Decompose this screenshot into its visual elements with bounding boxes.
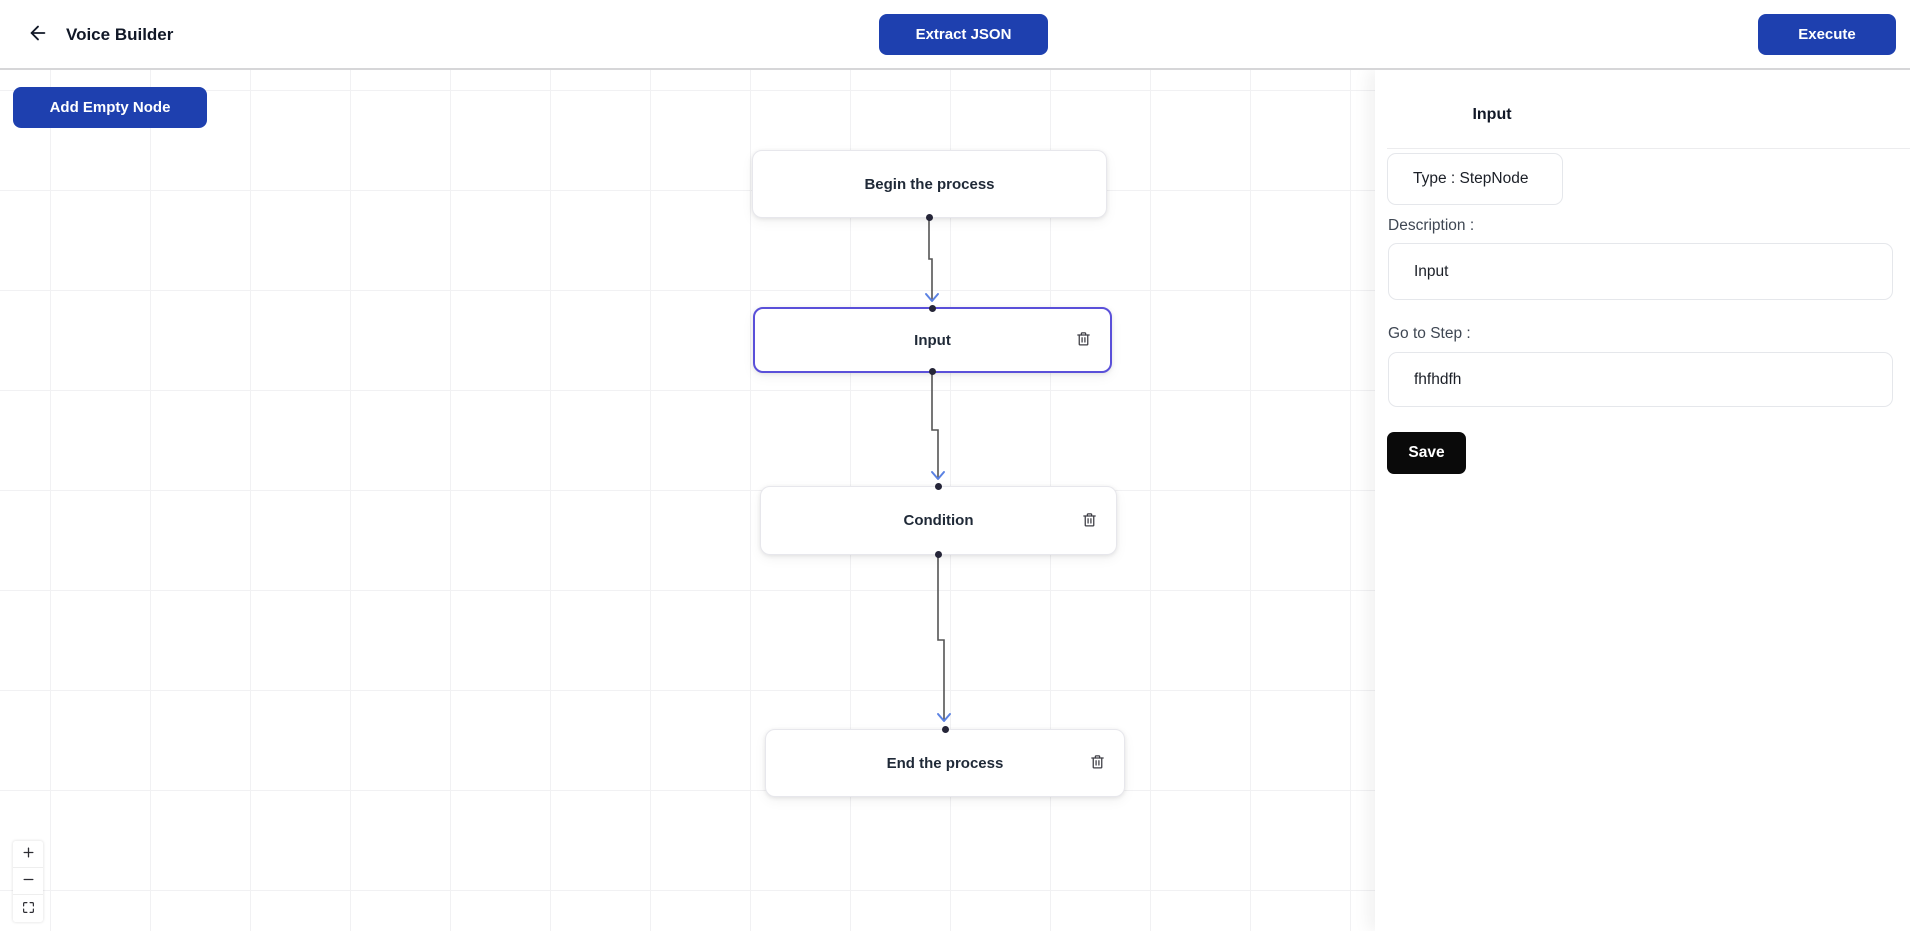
node-label: Condition (903, 512, 974, 529)
node-label: End the process (886, 754, 1004, 772)
description-label: Description : (1388, 217, 1475, 234)
node-properties-panel: Input Type : StepNode Description : Go t… (1375, 70, 1910, 931)
page-title: Voice Builder (66, 25, 174, 44)
panel-title: Input (1472, 106, 1512, 123)
node-end-the-process[interactable]: End the process (765, 726, 1125, 797)
edges-layer (925, 219, 951, 722)
node-label: Input (914, 331, 951, 349)
plus-icon (22, 846, 35, 862)
target-handle[interactable] (929, 305, 936, 312)
target-handle[interactable] (935, 483, 942, 490)
delete-node-button[interactable] (1072, 329, 1094, 351)
target-handle[interactable] (941, 726, 949, 733)
add-empty-node-button[interactable]: Add Empty Node (13, 87, 207, 128)
back-button[interactable] (20, 16, 56, 52)
trash-icon (1081, 511, 1098, 531)
save-button[interactable]: Save (1387, 432, 1466, 474)
zoom-out-button[interactable] (13, 868, 43, 895)
canvas-controls (13, 841, 43, 922)
zoom-in-button[interactable] (13, 841, 43, 868)
node-label: Begin the process (864, 175, 995, 193)
trash-icon (1089, 753, 1106, 773)
source-handle[interactable] (926, 214, 933, 221)
panel-divider (1387, 148, 1910, 149)
top-bar: Voice Builder Extract JSON Execute (0, 0, 1910, 70)
edge-begin-to-input[interactable] (925, 219, 939, 302)
flow-canvas[interactable]: Add Empty Node Begin the process Input (0, 70, 1375, 931)
description-input[interactable] (1388, 243, 1893, 300)
execute-button[interactable]: Execute (1758, 14, 1896, 55)
minus-icon (22, 873, 35, 889)
delete-node-button[interactable] (1086, 752, 1108, 774)
source-handle[interactable] (935, 551, 942, 558)
arrow-left-icon (27, 22, 49, 47)
extract-json-button[interactable]: Extract JSON (879, 14, 1048, 55)
edge-condition-to-end[interactable] (937, 556, 951, 722)
node-type-badge: Type : StepNode (1387, 153, 1563, 205)
delete-node-button[interactable] (1078, 510, 1100, 532)
edge-input-to-condition[interactable] (931, 374, 945, 480)
go-to-step-label: Go to Step : (1388, 325, 1471, 342)
go-to-step-input[interactable] (1388, 352, 1893, 407)
fit-view-button[interactable] (13, 895, 43, 922)
node-input[interactable]: Input (753, 305, 1112, 375)
source-handle[interactable] (929, 368, 936, 375)
node-begin-the-process[interactable]: Begin the process (752, 150, 1107, 221)
trash-icon (1075, 330, 1092, 350)
fit-view-icon (22, 901, 35, 917)
node-condition[interactable]: Condition (760, 483, 1117, 558)
